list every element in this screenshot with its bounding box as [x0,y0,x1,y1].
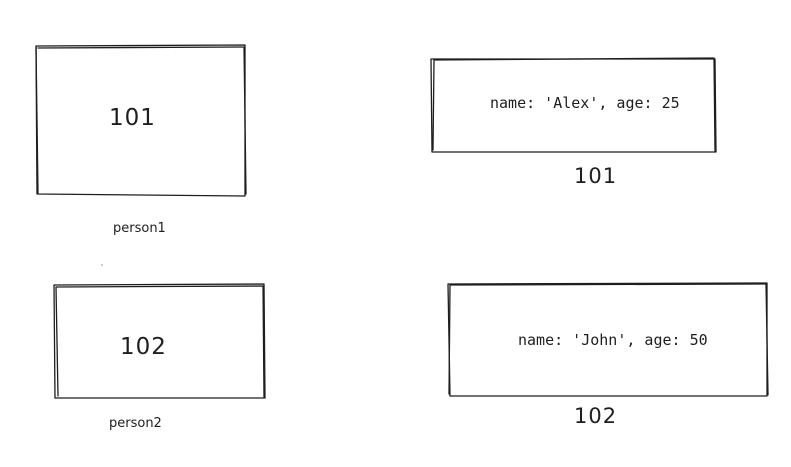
heap-object-101-address: 101 [574,164,618,188]
person2-box [53,283,266,399]
heap-object-101-content: name: 'Alex', age: 25 [490,94,680,112]
person1-label: person1 [113,221,166,236]
person2-address-value: 102 [120,334,167,360]
person1-box [35,44,247,197]
heap-object-101-box [430,57,717,153]
person1-address-value: 101 [109,105,156,131]
stray-dot [101,264,103,266]
heap-object-102-content: name: 'John', age: 50 [518,331,708,349]
person2-label: person2 [109,416,162,431]
heap-object-102-box [447,282,769,397]
heap-object-102-address: 102 [574,404,618,428]
